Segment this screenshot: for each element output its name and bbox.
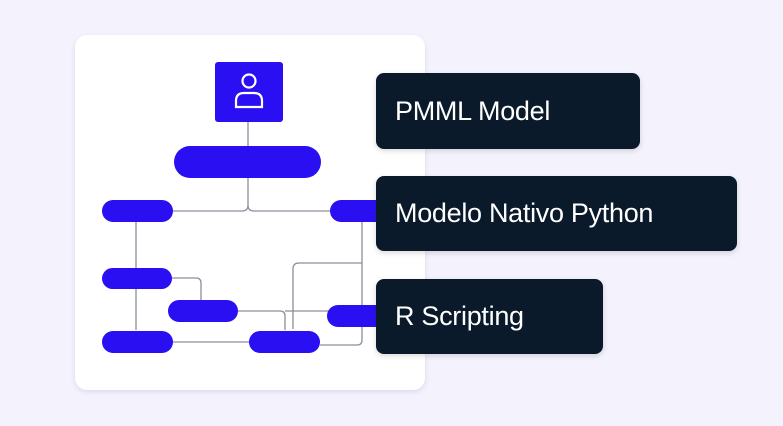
node-left-top — [102, 200, 173, 222]
node-main — [174, 146, 321, 178]
label-python-native-model: Modelo Nativo Python — [376, 176, 737, 251]
node-left-mid — [102, 268, 172, 289]
connectors — [135, 121, 363, 346]
user-icon — [234, 73, 264, 109]
node-center-bottom — [249, 331, 320, 353]
root-node — [215, 62, 283, 122]
node-center-mid — [168, 300, 238, 322]
label-r-scripting: R Scripting — [376, 279, 603, 354]
connector-mid-to-bottom — [237, 310, 286, 330]
label-pmml-model: PMML Model — [376, 73, 640, 149]
connector-main-to-branches — [172, 176, 330, 212]
connector-left-mid — [170, 277, 202, 300]
node-left-bottom — [102, 331, 173, 353]
connector-right-spine — [320, 222, 363, 346]
connector-inner-riser — [292, 262, 362, 329]
diagram-nodes — [102, 146, 400, 353]
